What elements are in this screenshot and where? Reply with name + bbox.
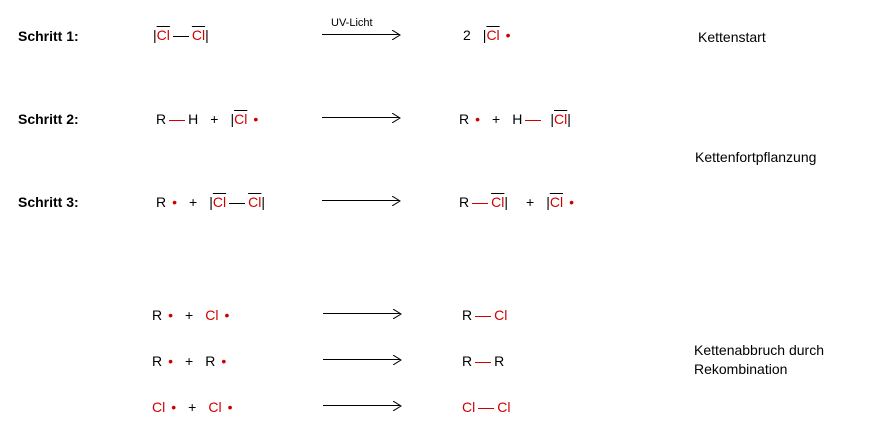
- arrow-head-icon: [393, 355, 402, 365]
- reaction-arrow-1: [322, 30, 401, 40]
- step-1-label: Schritt 1:: [18, 28, 79, 44]
- termination-2-reactants: R•+R•: [152, 353, 227, 369]
- reaction-arrow-3: [322, 196, 401, 206]
- termination-3-reactants: Cl•+Cl•: [152, 399, 233, 415]
- arrow-head-icon: [392, 30, 401, 40]
- reaction-arrow-4: [323, 309, 402, 319]
- reaction-2-products: R•+H|Cl|: [459, 111, 571, 127]
- step-2-label: Schritt 2:: [18, 111, 79, 127]
- reaction-1-products: 2|Cl•: [463, 27, 511, 43]
- arrow-head-icon: [392, 113, 401, 123]
- arrow-head-icon: [392, 196, 401, 206]
- step-3-label: Schritt 3:: [18, 194, 79, 210]
- reaction-arrow-2: [322, 113, 401, 123]
- arrow-head-icon: [393, 309, 402, 319]
- note-kettenfortpflanzung: Kettenfortpflanzung: [695, 149, 817, 165]
- note-kettenstart: Kettenstart: [698, 29, 766, 45]
- reaction-arrow-5: [323, 355, 402, 365]
- reaction-arrow-6: [323, 401, 402, 411]
- termination-1-reactants: R•+Cl•: [152, 307, 230, 323]
- uv-light-label: UV-Licht: [331, 17, 373, 29]
- note-kettenabbruch-line1: Kettenabbruch durch: [694, 342, 824, 358]
- note-kettenabbruch-line2: Rekombination: [694, 361, 788, 377]
- arrow-head-icon: [393, 401, 402, 411]
